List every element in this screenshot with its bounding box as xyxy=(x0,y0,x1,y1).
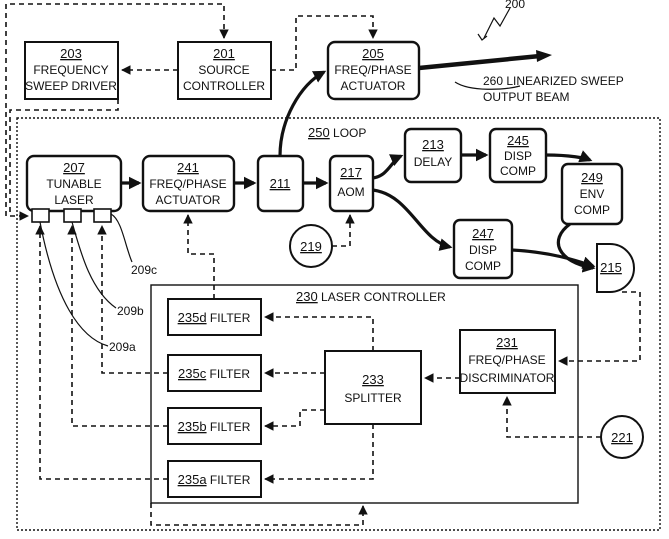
svg-text:DISP: DISP xyxy=(504,149,532,163)
figure-pointer xyxy=(483,7,511,39)
source-221: 221 xyxy=(600,415,644,459)
label-209c: 209c xyxy=(131,263,157,277)
output-label-line2: OUTPUT BEAM xyxy=(483,90,569,104)
svg-text:205: 205 xyxy=(362,46,384,61)
block-207: 207 TUNABLE LASER xyxy=(25,154,123,213)
svg-text:ACTUATOR: ACTUATOR xyxy=(341,79,406,93)
svg-text:LASER: LASER xyxy=(54,193,94,207)
svg-text:213: 213 xyxy=(422,137,444,152)
optical-paths xyxy=(121,70,596,273)
block-213: 213 DELAY xyxy=(403,127,463,184)
figure-number: 200 xyxy=(505,0,525,11)
svg-text:FREQUENCY: FREQUENCY xyxy=(33,63,108,77)
svg-text:233: 233 xyxy=(362,372,384,387)
block-201: 201 SOURCE CONTROLLER xyxy=(177,41,272,100)
block-217: 217 AOM xyxy=(328,154,375,213)
block-203: 203 FREQUENCY SWEEP DRIVER xyxy=(24,41,119,100)
port-209b xyxy=(63,208,82,223)
svg-text:TUNABLE: TUNABLE xyxy=(46,177,101,191)
svg-text:247: 247 xyxy=(472,226,494,241)
svg-text:COMP: COMP xyxy=(574,203,610,217)
svg-text:245: 245 xyxy=(507,133,529,148)
controller-label: 230 LASER CONTROLLER xyxy=(296,289,446,304)
svg-text:DELAY: DELAY xyxy=(414,155,452,169)
svg-text:207: 207 xyxy=(63,160,85,175)
svg-text:235c FILTER: 235c FILTER xyxy=(178,366,250,381)
loop-enclosure xyxy=(16,117,661,531)
block-211: 211 xyxy=(256,154,305,213)
svg-text:AOM: AOM xyxy=(337,185,364,199)
svg-text:COMP: COMP xyxy=(465,259,501,273)
svg-text:203: 203 xyxy=(60,46,82,61)
svg-text:219: 219 xyxy=(300,239,322,254)
laser-controller-box xyxy=(150,284,579,504)
svg-text:SOURCE: SOURCE xyxy=(198,63,249,77)
loop-label: 250 LOOP xyxy=(308,125,366,140)
svg-text:241: 241 xyxy=(177,160,199,175)
svg-text:235d FILTER: 235d FILTER xyxy=(178,310,251,325)
source-219: 219 xyxy=(289,224,333,268)
filter-235a: 235a FILTER xyxy=(167,460,262,498)
svg-text:201: 201 xyxy=(213,46,235,61)
block-231: 231 FREQ/PHASE DISCRIMINATOR xyxy=(459,329,556,394)
svg-text:231: 231 xyxy=(496,335,518,350)
svg-text:235a FILTER: 235a FILTER xyxy=(178,472,251,487)
output-label-line1: 260 LINEARIZED SWEEP xyxy=(483,74,624,88)
svg-text:FREQ/PHASE: FREQ/PHASE xyxy=(149,177,226,191)
block-245: 245 DISP COMP xyxy=(488,127,548,184)
block-233: 233 SPLITTER xyxy=(324,350,422,425)
svg-text:235b FILTER: 235b FILTER xyxy=(178,419,251,434)
svg-text:215: 215 xyxy=(600,260,622,275)
svg-text:ACTUATOR: ACTUATOR xyxy=(156,193,221,207)
label-209a: 209a xyxy=(109,340,136,354)
port-209a xyxy=(31,208,50,223)
svg-text:217: 217 xyxy=(340,165,362,180)
svg-text:DISCRIMINATOR: DISCRIMINATOR xyxy=(460,371,555,385)
svg-text:SWEEP DRIVER: SWEEP DRIVER xyxy=(25,79,117,93)
control-paths xyxy=(5,3,641,526)
block-205: 205 FREQ/PHASE ACTUATOR xyxy=(326,40,421,101)
svg-text:249: 249 xyxy=(581,170,603,185)
svg-text:FREQ/PHASE: FREQ/PHASE xyxy=(334,63,411,77)
svg-text:SPLITTER: SPLITTER xyxy=(344,391,402,405)
svg-text:211: 211 xyxy=(270,176,291,191)
svg-text:ENV: ENV xyxy=(580,187,605,201)
svg-text:221: 221 xyxy=(611,430,633,445)
port-leaders xyxy=(39,81,521,347)
block-241: 241 FREQ/PHASE ACTUATOR xyxy=(141,154,236,213)
detector-215: 215 xyxy=(596,243,635,293)
block-249: 249 ENV COMP xyxy=(560,162,624,226)
svg-text:COMP: COMP xyxy=(500,164,536,178)
filter-235d: 235d FILTER xyxy=(167,298,262,336)
svg-text:FREQ/PHASE: FREQ/PHASE xyxy=(468,353,545,367)
block-247: 247 DISP COMP xyxy=(452,218,514,280)
filter-235c: 235c FILTER xyxy=(167,354,262,392)
svg-text:CONTROLLER: CONTROLLER xyxy=(183,79,265,93)
label-209b: 209b xyxy=(117,304,144,318)
svg-text:DISP: DISP xyxy=(469,243,497,257)
output-beam xyxy=(418,53,541,71)
port-209c xyxy=(93,208,112,223)
filter-235b: 235b FILTER xyxy=(167,407,262,445)
